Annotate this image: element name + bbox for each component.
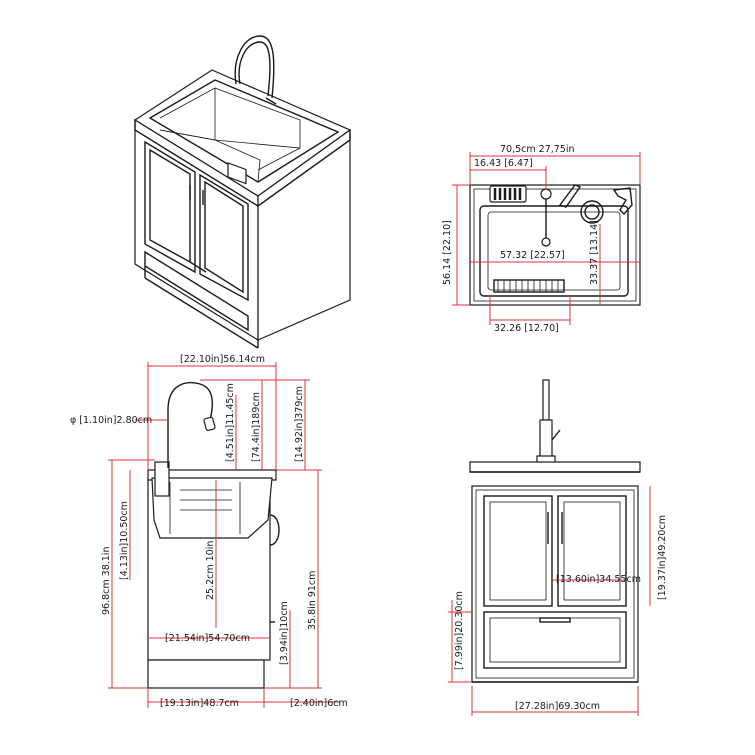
front-view-right-door — [557, 495, 627, 607]
front-view-drawer — [483, 611, 627, 669]
dim-overall-width: 70,5cm 27,75in — [500, 144, 575, 155]
dim-faucet-height: [74.4in]189cm — [251, 392, 262, 462]
top-view-washboard — [493, 279, 565, 293]
dim-base-depth: [19.13in]48.7cm — [160, 698, 239, 709]
dim-bowl-depth: [4.13in]10.50cm — [119, 501, 130, 580]
dim-bowl-width: 57.32 [22.57] — [500, 250, 565, 261]
top-view-handle — [558, 184, 582, 208]
dim-door-height: [19.37in]49.20cm — [657, 515, 668, 600]
dim-drawer-height: [7.99in]20.30cm — [454, 591, 465, 670]
side-view-base — [147, 659, 265, 689]
isometric-view — [133, 35, 352, 349]
dim-faucet-offset: 16.43 [6.47] — [474, 158, 533, 169]
side-view-dispenser — [154, 461, 170, 497]
dim-overall-depth: 56.14 [22.10] — [442, 220, 453, 285]
iso-basin-rim — [148, 79, 340, 183]
front-view-cabinet — [471, 485, 639, 683]
top-view-round-drain — [580, 200, 604, 224]
iso-right-door — [199, 173, 249, 302]
side-view-faucet — [167, 382, 213, 468]
dim-cabinet-height: 35.8in 91cm — [307, 571, 318, 630]
side-view: [22.10in]56.14cm φ [1.10in]2.80cm [4.51i… — [70, 354, 348, 709]
top-view: 70,5cm 27,75in 16.43 [6.47] 56.14 [22.10… — [442, 144, 641, 334]
dim-board-width: 32.26 [12.70] — [494, 323, 559, 334]
dim-toe-height: [3.94in]10cm — [279, 601, 290, 665]
dim-door-gap: [13.60in]34.55cm — [556, 574, 641, 585]
top-view-basin — [479, 205, 629, 297]
dim-spout-diameter: φ [1.10in]2.80cm — [70, 415, 152, 426]
iso-drawer — [144, 250, 249, 332]
dim-inner-depth: 25.2cm 10in — [205, 541, 216, 600]
front-view-faucet — [542, 379, 550, 421]
side-view-basin — [151, 477, 273, 539]
top-view-countertop — [469, 184, 641, 306]
iso-faucet-spout — [234, 35, 275, 99]
dim-drain-offset: 33.37 [13.14] — [589, 220, 600, 285]
side-view-knob — [269, 514, 280, 546]
dim-faucet-height-small: [4.51in]11.45cm — [225, 383, 236, 462]
top-view-drain — [541, 237, 551, 247]
front-view: [19.37in]49.20cm [13.60in]34.55cm [7.99i… — [448, 379, 668, 716]
dim-toe-depth: [2.40in]6cm — [290, 698, 348, 709]
front-view-left-door — [483, 495, 553, 607]
top-view-faucet-base — [540, 188, 552, 200]
dim-base-width: [27.28in]69.30cm — [515, 701, 600, 712]
dim-cabinet-depth: [21.54in]54.70cm — [165, 633, 250, 644]
front-view-countertop — [469, 461, 641, 473]
top-view-hook — [612, 187, 633, 216]
iso-cabinet-side — [257, 128, 351, 341]
front-view-drawer-pull — [539, 617, 571, 623]
dim-total-to-spout: [14.92in]379cm — [294, 386, 305, 462]
dim-overall-height: 96.8cm 38.1in — [101, 547, 112, 615]
iso-left-door — [144, 140, 196, 274]
dim-top-depth: [22.10in]56.14cm — [180, 354, 265, 365]
